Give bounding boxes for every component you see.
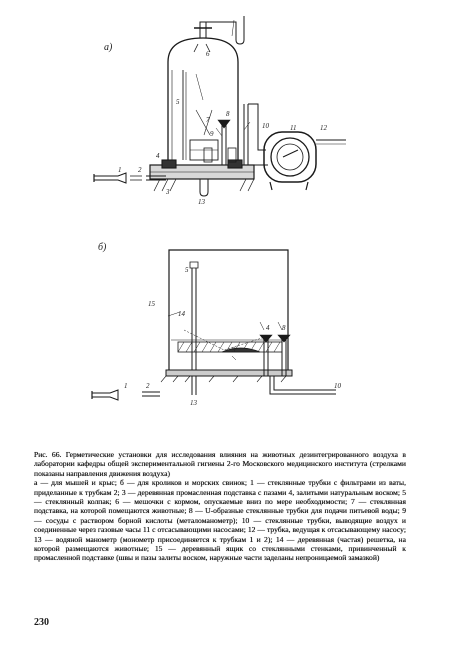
callout-number: 11 bbox=[290, 124, 296, 132]
callout-number: 10 bbox=[262, 122, 270, 130]
callout-number: 4 bbox=[266, 324, 270, 332]
page-number: 230 bbox=[34, 617, 49, 628]
panel-b-label: б) bbox=[98, 242, 107, 253]
callout-number: 13 bbox=[198, 198, 206, 206]
callout-number: 4 bbox=[156, 152, 160, 160]
callout-number: 12 bbox=[320, 124, 328, 132]
panel-a-label: а) bbox=[104, 42, 113, 53]
callout-number: 13 bbox=[190, 399, 198, 407]
callout-number: 2 bbox=[138, 166, 142, 174]
callout-number: 10 bbox=[334, 382, 342, 390]
callout-number: 9 bbox=[232, 346, 236, 354]
caption-legend: а — для мышей и крыс; б — для кроликов и… bbox=[34, 478, 406, 563]
callout-number: 5 bbox=[185, 266, 189, 274]
callout-number: 9 bbox=[210, 130, 214, 138]
caption-title: Рис. 66. Герметические установки для исс… bbox=[34, 450, 406, 478]
callout-number: 14 bbox=[178, 310, 186, 318]
callout-number: 7 bbox=[206, 116, 210, 124]
callout-number: 1 bbox=[118, 166, 122, 174]
panel-b-callouts: 1 2 4 5 8 9 10 13 14 15 bbox=[124, 266, 342, 407]
callout-number: 3 bbox=[165, 188, 170, 196]
callout-number: 8 bbox=[282, 324, 286, 332]
callout-number: 15 bbox=[148, 300, 156, 308]
callout-number: 6 bbox=[206, 50, 210, 58]
callout-number: 5 bbox=[176, 98, 180, 106]
figure-caption: Рис. 66. Герметические установки для исс… bbox=[34, 450, 406, 563]
panel-b-drawing bbox=[91, 249, 336, 401]
callout-number: 8 bbox=[226, 110, 230, 118]
panel-a-drawing bbox=[93, 16, 346, 197]
callout-number: 2 bbox=[146, 382, 150, 390]
callout-number: 1 bbox=[124, 382, 128, 390]
